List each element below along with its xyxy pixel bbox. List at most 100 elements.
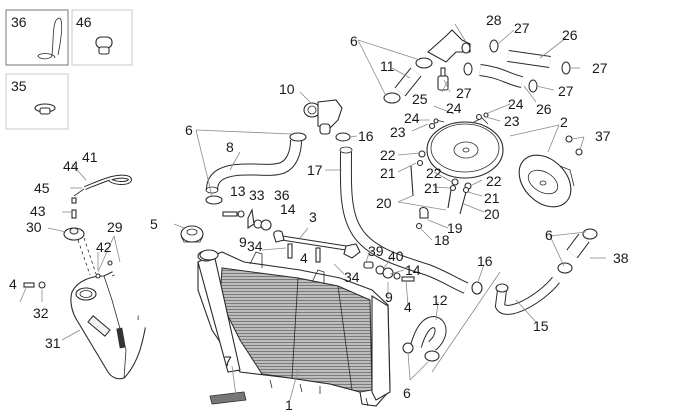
label-2: 2: [560, 114, 568, 130]
label-4: 4: [404, 299, 412, 315]
label-33: 33: [249, 187, 265, 203]
label-22: 22: [380, 147, 396, 163]
inset-box-35[interactable]: 35: [5, 73, 69, 130]
label-21: 21: [380, 165, 396, 181]
upper-hose-8[interactable]: [205, 139, 302, 194]
label-36: 36: [274, 187, 290, 203]
foam-pad-7[interactable]: [209, 391, 247, 405]
clip-19-screw-18: [415, 206, 429, 230]
label-16: 16: [358, 128, 374, 144]
label-22: 22: [486, 173, 502, 189]
label-29: 29: [107, 219, 123, 235]
label-37: 37: [595, 128, 611, 144]
wire-clip-icon: [37, 17, 63, 60]
breather-hose-41[interactable]: [84, 174, 133, 190]
fittings-39-40-14-9-4: [363, 261, 415, 282]
label-6: 6: [350, 33, 358, 49]
washer-42: [95, 273, 101, 279]
hose-12[interactable]: [402, 315, 447, 362]
label-16: 16: [477, 253, 493, 269]
label-25: 25: [412, 91, 428, 107]
part-labels: 1 2 3 4 4 4 5 6 6 6 6 7 8 9 9 10 11 12 1…: [9, 12, 629, 413]
label-9: 9: [239, 234, 247, 250]
label-44: 44: [63, 158, 79, 174]
label-41: 41: [82, 149, 98, 165]
label-23: 23: [504, 113, 520, 129]
label-20: 20: [484, 206, 500, 222]
label-12: 12: [432, 292, 448, 308]
cooling-fan-upper[interactable]: [426, 117, 504, 179]
svg-text:46: 46: [76, 14, 92, 30]
label-27: 27: [592, 60, 608, 76]
inset-box-46[interactable]: 46: [71, 9, 133, 66]
label-30: 30: [26, 219, 42, 235]
label-20: 20: [376, 195, 392, 211]
label-40: 40: [388, 248, 404, 264]
screw-4-tank: [23, 281, 46, 289]
hoses-26[interactable]: [463, 39, 571, 93]
label-45: 45: [34, 180, 50, 196]
fittings-13-33-36-14-9: [222, 208, 272, 231]
label-15: 15: [533, 318, 549, 334]
label-7: 7: [224, 353, 232, 369]
label-23: 23: [390, 124, 406, 140]
label-24: 24: [404, 110, 420, 126]
hose-11[interactable]: [383, 57, 433, 104]
hose-17[interactable]: [335, 132, 483, 295]
label-26: 26: [536, 101, 552, 117]
svg-text:36: 36: [11, 14, 27, 30]
label-27: 27: [558, 83, 574, 99]
label-27: 27: [456, 85, 472, 101]
label-1: 1: [285, 397, 293, 413]
cap-plug-icon: [95, 36, 113, 55]
label-14: 14: [405, 262, 421, 278]
radiator-cap-5[interactable]: [180, 225, 204, 243]
label-32: 32: [33, 305, 49, 321]
label-10: 10: [279, 81, 295, 97]
label-8: 8: [226, 139, 234, 155]
svg-text:35: 35: [11, 78, 27, 94]
pipe-15[interactable]: [494, 276, 560, 315]
label-3: 3: [309, 209, 317, 225]
label-34: 34: [344, 269, 360, 285]
elbow-28[interactable]: [427, 29, 471, 63]
temperature-sensor-25[interactable]: [437, 67, 449, 91]
label-38: 38: [613, 250, 629, 266]
bypass-pipe-3[interactable]: [273, 230, 361, 263]
label-11: 11: [380, 58, 395, 74]
label-24: 24: [446, 100, 462, 116]
label-39: 39: [368, 243, 384, 259]
label-14: 14: [280, 201, 296, 217]
label-34: 34: [247, 238, 263, 254]
overflow-hose-29[interactable]: [107, 259, 189, 401]
label-24: 24: [508, 96, 524, 112]
label-28: 28: [486, 12, 502, 28]
grommet-icon: [34, 103, 56, 115]
leader-lines: [19, 23, 606, 401]
filler-neck-30[interactable]: [63, 227, 97, 276]
label-5: 5: [150, 216, 158, 232]
label-17: 17: [307, 162, 323, 178]
hose-clamp: [199, 132, 307, 261]
label-18: 18: [434, 232, 450, 248]
radiator[interactable]: [197, 250, 391, 407]
label-6: 6: [185, 122, 193, 138]
label-6: 6: [403, 385, 411, 401]
label-6: 6: [545, 227, 553, 243]
cooling-fan-lower[interactable]: [518, 154, 575, 208]
label-43: 43: [30, 203, 46, 219]
label-22: 22: [426, 165, 442, 181]
label-31: 31: [45, 335, 61, 351]
label-4: 4: [300, 250, 308, 266]
inset-box-36[interactable]: 36: [5, 9, 69, 66]
fan-bolts: [410, 112, 583, 215]
label-26: 26: [562, 27, 578, 43]
thermostat-housing-10[interactable]: [303, 99, 343, 135]
label-13: 13: [230, 183, 246, 199]
label-9: 9: [385, 289, 393, 305]
label-21: 21: [424, 180, 440, 196]
hose-38[interactable]: [557, 228, 598, 274]
label-27: 27: [514, 20, 530, 36]
label-42: 42: [96, 239, 112, 255]
